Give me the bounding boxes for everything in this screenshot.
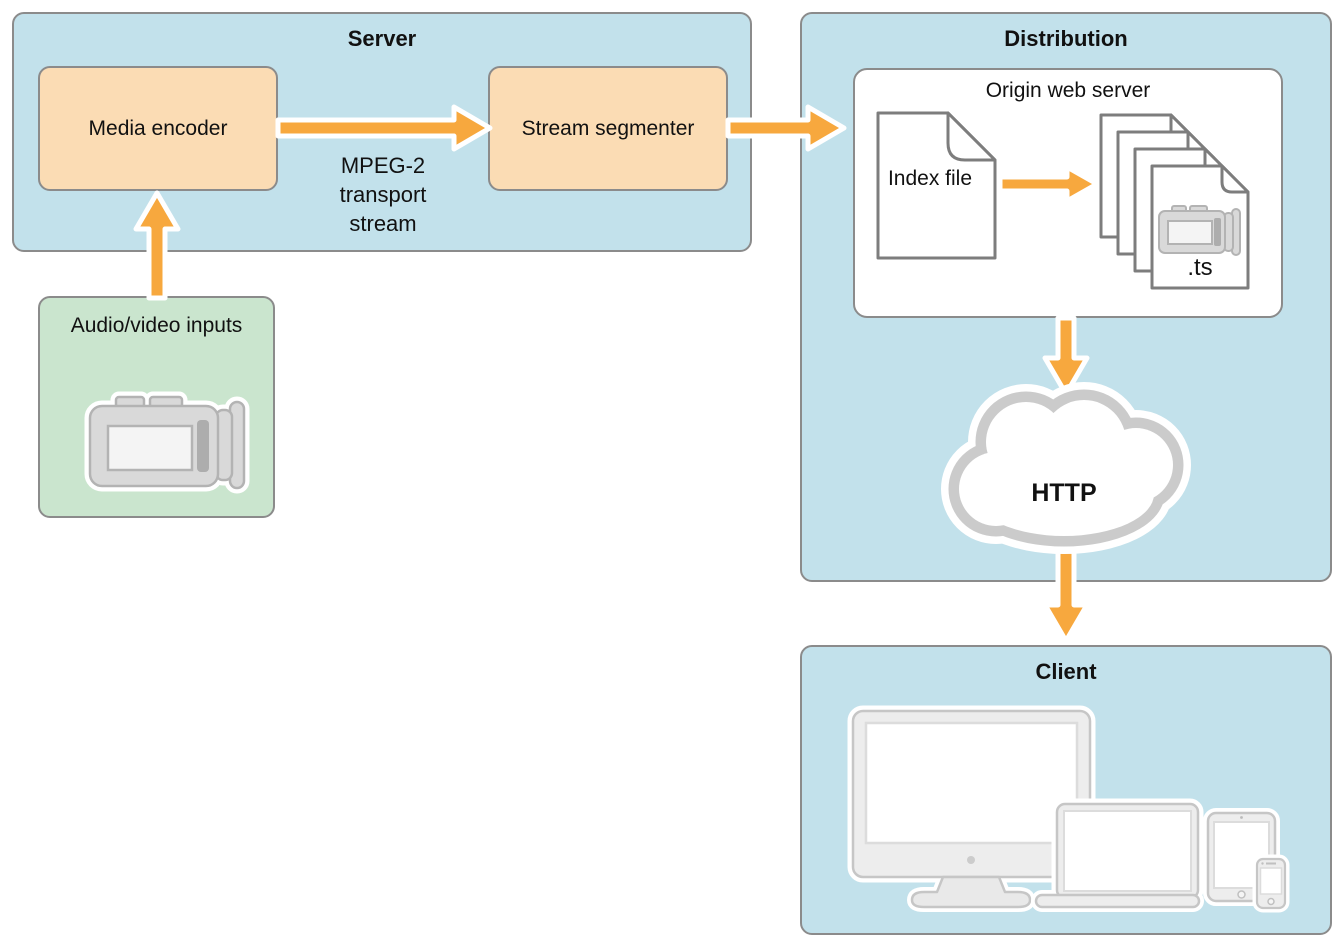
distribution-panel-title: Distribution: [1004, 26, 1128, 51]
server-panel-title: Server: [347, 26, 417, 51]
client-panel-title: Client: [1035, 659, 1097, 684]
index-file-label: Index file: [887, 167, 973, 190]
stream-segmenter-node: Stream segmenter: [488, 66, 728, 191]
media-encoder-node: Media encoder: [38, 66, 278, 191]
client-panel: [800, 645, 1332, 935]
stream-segmenter-label: Stream segmenter: [521, 116, 695, 140]
media-encoder-label: Media encoder: [88, 116, 228, 140]
origin-web-server-title: Origin web server: [985, 79, 1151, 102]
origin-web-server-box: [853, 68, 1283, 318]
audio-video-inputs-label: Audio/video inputs: [70, 314, 243, 337]
mpeg2-transport-stream-label: MPEG-2 transport stream: [339, 153, 427, 236]
